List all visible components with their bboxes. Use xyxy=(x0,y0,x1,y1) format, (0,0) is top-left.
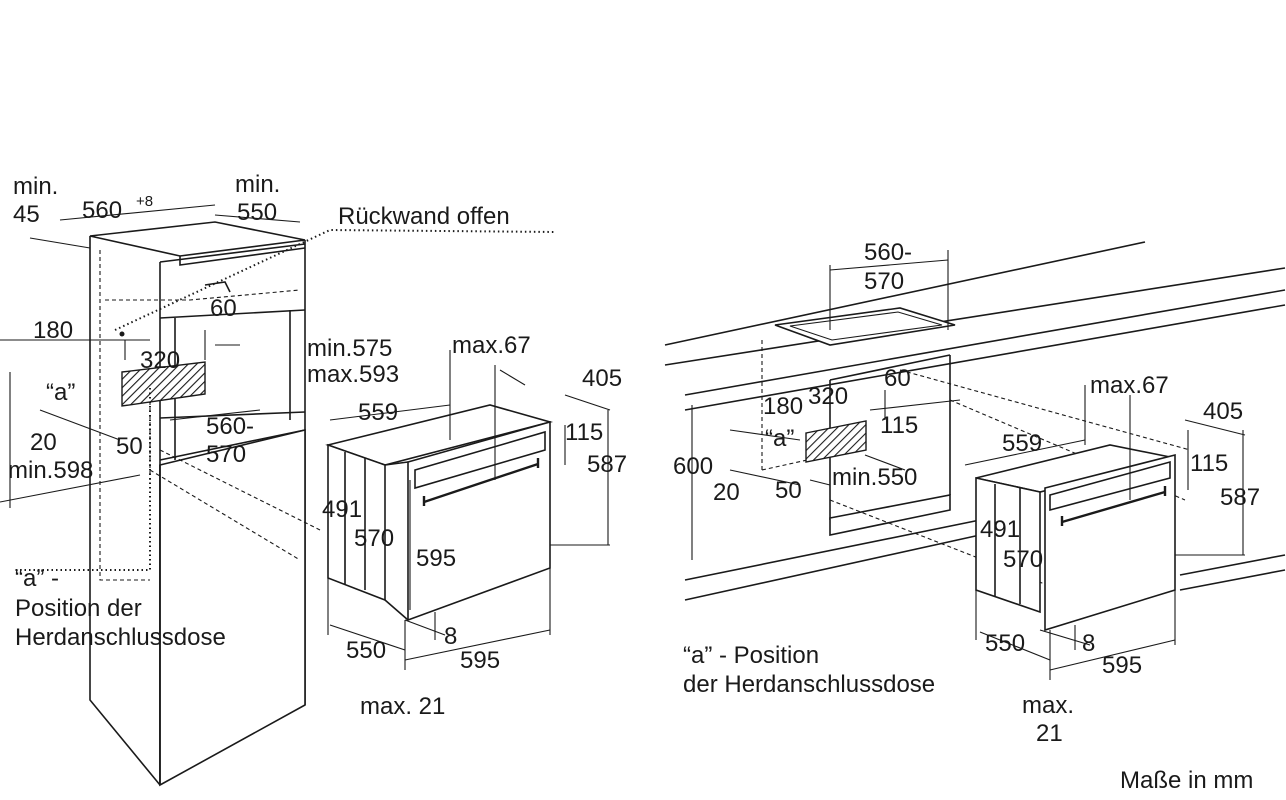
label-595-height: 595 xyxy=(416,545,456,572)
label-r-570: 570 xyxy=(1003,546,1043,573)
label-115: 115 xyxy=(565,419,603,446)
label-r-115: 115 xyxy=(880,412,918,439)
socket-a-left xyxy=(121,361,206,407)
label-min550-top: min. xyxy=(235,171,280,198)
label-320: 320 xyxy=(140,347,180,374)
right-base-unit xyxy=(664,241,1286,601)
cabinet-top-panel xyxy=(89,221,306,257)
label-r-560-570-top: 560- xyxy=(864,239,912,266)
label-560: 560 xyxy=(82,197,122,224)
label-max67: max.67 xyxy=(452,332,531,359)
label-r-587: 587 xyxy=(1220,484,1260,511)
label-r-115b: 115 xyxy=(1190,450,1228,477)
right-oven-handle xyxy=(1061,490,1166,524)
left-tall-cabinet xyxy=(15,221,556,787)
label-491: 491 xyxy=(322,496,362,523)
socket-a-right xyxy=(805,420,867,463)
label-r-491: 491 xyxy=(980,516,1020,543)
label-560-570-bot: 570 xyxy=(206,441,246,468)
label-550-bottom: 550 xyxy=(346,637,386,664)
cabinet-left-side xyxy=(89,236,161,786)
label-r-550: 550 xyxy=(985,630,1025,657)
label-559: 559 xyxy=(358,399,398,426)
label-20: 20 xyxy=(30,429,57,456)
legend-left-line1: “a” - xyxy=(15,565,59,592)
label-405: 405 xyxy=(582,365,622,392)
label-50: 50 xyxy=(116,433,143,460)
cabinet-lower-front xyxy=(159,428,306,787)
label-min45-value: 45 xyxy=(13,201,40,228)
label-180: 180 xyxy=(33,317,73,344)
label-max593: max.593 xyxy=(307,361,399,388)
label-min45-top: min. xyxy=(13,173,58,200)
label-r-max67: max.67 xyxy=(1090,372,1169,399)
label-r-max21-1: max. xyxy=(1022,692,1074,719)
units-note: Maße in mm xyxy=(1120,767,1253,794)
label-a-left: “a” xyxy=(46,379,75,406)
label-r-50: 50 xyxy=(775,477,802,504)
label-r-560-570-bot: 570 xyxy=(864,268,904,295)
left-oven xyxy=(325,350,611,670)
label-60: 60 xyxy=(210,295,237,322)
label-r-60: 60 xyxy=(884,365,911,392)
label-r-a: “a” xyxy=(765,425,794,452)
label-587: 587 xyxy=(587,451,627,478)
label-r-20: 20 xyxy=(713,479,740,506)
oven-control-strip xyxy=(414,430,546,490)
cabinet-rail xyxy=(829,494,951,536)
legend-left-line2: Position der xyxy=(15,595,142,622)
label-r-max21-2: 21 xyxy=(1036,720,1063,747)
label-min575: min.575 xyxy=(307,335,392,362)
label-560-sup: +8 xyxy=(136,193,153,210)
legend-left-line3: Herdanschlussdose xyxy=(15,624,226,651)
label-560-570-top: 560- xyxy=(206,413,254,440)
oven-handle xyxy=(423,462,539,504)
countertop-top-edge xyxy=(664,241,1146,346)
label-min550-value: 550 xyxy=(237,199,277,226)
right-oven xyxy=(964,385,1246,680)
label-r-180: 180 xyxy=(763,393,803,420)
label-r-559: 559 xyxy=(1002,430,1042,457)
label-595-width: 595 xyxy=(460,647,500,674)
label-rueckwand-offen: Rückwand offen xyxy=(338,203,510,230)
label-r-600: 600 xyxy=(673,453,713,480)
label-max21: max. 21 xyxy=(360,693,445,720)
legend-right-line2: der Herdanschlussdose xyxy=(683,671,935,698)
label-r-405: 405 xyxy=(1203,398,1243,425)
label-570: 570 xyxy=(354,525,394,552)
label-r-min550: min.550 xyxy=(832,464,917,491)
right-labels: 560- 570 60 180 320 115 “a” 600 20 50 mi… xyxy=(673,239,1260,747)
legend-right-line1: “a” - Position xyxy=(683,642,819,669)
label-r-595: 595 xyxy=(1102,652,1142,679)
label-r-8: 8 xyxy=(1082,630,1095,657)
left-dimension-lines xyxy=(0,204,301,508)
label-min598: min.598 xyxy=(8,457,93,484)
label-r-320: 320 xyxy=(808,383,848,410)
left-labels: min. 45 560 +8 min. 550 Rückwand offen 6… xyxy=(8,171,627,720)
label-8: 8 xyxy=(444,623,457,650)
